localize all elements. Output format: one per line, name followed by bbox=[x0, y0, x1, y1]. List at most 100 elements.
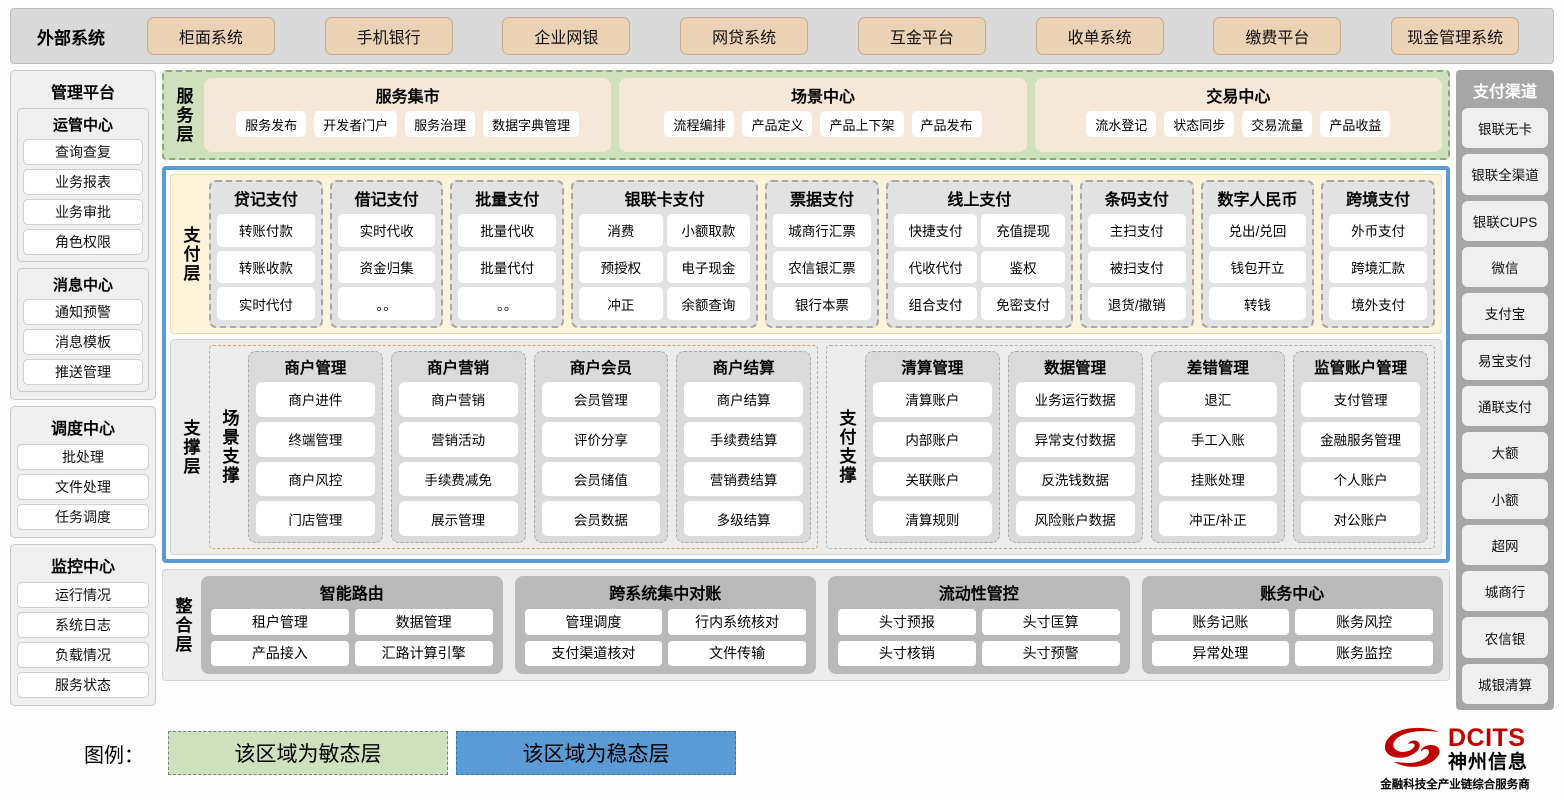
payment-item-2-0[interactable]: 批量代收 bbox=[458, 214, 557, 247]
admin-item-0-1[interactable]: 业务报表 bbox=[23, 169, 143, 195]
channel-item-1[interactable]: 银联全渠道 bbox=[1462, 154, 1548, 195]
payment-item-3-3[interactable]: 电子现金 bbox=[666, 250, 751, 284]
support-item-1-3-3[interactable]: 对公账户 bbox=[1301, 501, 1420, 536]
support-item-1-1-3[interactable]: 风险账户数据 bbox=[1015, 501, 1135, 536]
payment-item-0-0[interactable]: 转账付款 bbox=[217, 214, 315, 247]
payment-item-5-2[interactable]: 代收代付 bbox=[893, 250, 978, 284]
channel-item-2[interactable]: 银联CUPS bbox=[1462, 200, 1548, 241]
payment-item-1-0[interactable]: 实时代收 bbox=[337, 214, 436, 247]
payment-item-7-1[interactable]: 钱包开立 bbox=[1208, 250, 1307, 284]
admin-item-3-0[interactable]: 运行情况 bbox=[17, 582, 149, 608]
channel-item-8[interactable]: 小额 bbox=[1462, 478, 1548, 519]
support-item-1-1-1[interactable]: 异常支付数据 bbox=[1015, 421, 1135, 457]
service-item-2-1[interactable]: 状态同步 bbox=[1164, 111, 1235, 137]
payment-item-4-2[interactable]: 银行本票 bbox=[773, 287, 871, 320]
admin-item-3-1[interactable]: 系统日志 bbox=[17, 612, 149, 638]
support-item-0-2-2[interactable]: 会员储值 bbox=[541, 461, 661, 497]
support-item-1-3-2[interactable]: 个人账户 bbox=[1301, 461, 1420, 497]
integration-item-2-0[interactable]: 头寸预报 bbox=[838, 609, 976, 635]
channel-item-9[interactable]: 超网 bbox=[1462, 524, 1548, 566]
channel-item-12[interactable]: 城银清算 bbox=[1462, 663, 1548, 705]
admin-item-1-2[interactable]: 推送管理 bbox=[23, 359, 143, 385]
integration-item-1-0[interactable]: 管理调度 bbox=[524, 609, 663, 635]
payment-item-3-5[interactable]: 余额查询 bbox=[666, 287, 751, 320]
payment-item-5-0[interactable]: 快捷支付 bbox=[893, 214, 978, 247]
service-item-1-3[interactable]: 产品发布 bbox=[911, 111, 982, 137]
service-item-1-2[interactable]: 产品上下架 bbox=[820, 111, 904, 137]
payment-item-5-1[interactable]: 充值提现 bbox=[981, 214, 1065, 247]
payment-item-2-2[interactable]: 。。 bbox=[458, 287, 557, 320]
support-item-1-3-0[interactable]: 支付管理 bbox=[1301, 382, 1420, 417]
external-system-chip-1[interactable]: 手机银行 bbox=[324, 17, 453, 55]
payment-item-4-1[interactable]: 农信银汇票 bbox=[773, 250, 871, 284]
integration-item-3-3[interactable]: 账务监控 bbox=[1295, 640, 1433, 666]
integration-item-2-2[interactable]: 头寸核销 bbox=[838, 640, 976, 666]
external-system-chip-4[interactable]: 互金平台 bbox=[857, 17, 986, 55]
integration-item-2-3[interactable]: 头寸预警 bbox=[981, 640, 1120, 666]
external-system-chip-3[interactable]: 网贷系统 bbox=[680, 17, 809, 55]
service-item-1-0[interactable]: 流程编排 bbox=[664, 111, 735, 137]
payment-item-3-0[interactable]: 消费 bbox=[579, 214, 663, 247]
payment-item-0-2[interactable]: 实时代付 bbox=[217, 287, 315, 320]
service-item-2-3[interactable]: 产品收益 bbox=[1320, 111, 1391, 137]
channel-item-10[interactable]: 城商行 bbox=[1462, 571, 1548, 612]
service-item-1-1[interactable]: 产品定义 bbox=[742, 111, 813, 137]
service-item-2-2[interactable]: 交易流量 bbox=[1242, 111, 1313, 137]
payment-item-3-4[interactable]: 冲正 bbox=[579, 287, 663, 320]
payment-item-0-1[interactable]: 转账收款 bbox=[217, 250, 315, 284]
admin-item-2-0[interactable]: 批处理 bbox=[17, 444, 149, 470]
admin-item-3-2[interactable]: 负载情况 bbox=[17, 642, 149, 668]
support-item-1-2-0[interactable]: 退汇 bbox=[1158, 382, 1278, 417]
external-system-chip-0[interactable]: 柜面系统 bbox=[146, 17, 275, 55]
channel-item-6[interactable]: 通联支付 bbox=[1462, 385, 1548, 427]
admin-item-2-2[interactable]: 任务调度 bbox=[17, 504, 149, 530]
admin-item-1-1[interactable]: 消息模板 bbox=[23, 329, 143, 355]
support-item-0-1-1[interactable]: 营销活动 bbox=[398, 421, 518, 457]
payment-item-3-1[interactable]: 小额取款 bbox=[666, 214, 751, 247]
support-item-1-2-3[interactable]: 冲正/补正 bbox=[1158, 501, 1278, 536]
service-item-2-0[interactable]: 流水登记 bbox=[1086, 111, 1157, 137]
integration-item-3-0[interactable]: 账务记账 bbox=[1151, 609, 1290, 635]
payment-item-7-2[interactable]: 转钱 bbox=[1208, 287, 1307, 320]
payment-item-5-3[interactable]: 鉴权 bbox=[981, 250, 1065, 284]
integration-item-1-1[interactable]: 行内系统核对 bbox=[668, 609, 806, 635]
service-item-0-1[interactable]: 开发者门户 bbox=[314, 111, 398, 137]
support-item-0-2-0[interactable]: 会员管理 bbox=[541, 382, 661, 417]
support-item-1-0-2[interactable]: 关联账户 bbox=[873, 461, 992, 497]
support-item-0-0-1[interactable]: 终端管理 bbox=[256, 421, 375, 457]
support-item-0-2-1[interactable]: 评价分享 bbox=[541, 421, 661, 457]
support-item-1-0-1[interactable]: 内部账户 bbox=[873, 421, 992, 457]
channel-item-5[interactable]: 易宝支付 bbox=[1462, 339, 1548, 380]
payment-item-4-0[interactable]: 城商行汇票 bbox=[773, 214, 871, 247]
channel-item-3[interactable]: 微信 bbox=[1462, 246, 1548, 288]
integration-item-1-3[interactable]: 文件传输 bbox=[668, 640, 806, 666]
admin-item-0-3[interactable]: 角色权限 bbox=[23, 229, 143, 255]
support-item-0-3-1[interactable]: 手续费结算 bbox=[684, 421, 803, 457]
support-item-0-3-3[interactable]: 多级结算 bbox=[684, 501, 803, 536]
integration-item-0-3[interactable]: 汇路计算引擎 bbox=[354, 640, 493, 666]
integration-item-2-1[interactable]: 头寸匡算 bbox=[981, 609, 1120, 635]
payment-item-7-0[interactable]: 兑出/兑回 bbox=[1208, 214, 1307, 247]
payment-item-5-4[interactable]: 组合支付 bbox=[893, 287, 978, 320]
integration-item-0-2[interactable]: 产品接入 bbox=[211, 640, 349, 666]
support-item-0-0-2[interactable]: 商户风控 bbox=[256, 461, 375, 497]
channel-item-0[interactable]: 银联无卡 bbox=[1462, 108, 1548, 149]
payment-item-8-1[interactable]: 跨境汇款 bbox=[1329, 250, 1428, 284]
support-item-0-1-3[interactable]: 展示管理 bbox=[398, 501, 518, 536]
support-item-1-1-2[interactable]: 反洗钱数据 bbox=[1015, 461, 1135, 497]
integration-item-0-1[interactable]: 数据管理 bbox=[354, 609, 493, 635]
service-item-0-0[interactable]: 服务发布 bbox=[236, 111, 307, 137]
payment-item-8-0[interactable]: 外币支付 bbox=[1329, 214, 1428, 247]
payment-item-1-1[interactable]: 资金归集 bbox=[337, 250, 436, 284]
integration-item-3-1[interactable]: 账务风控 bbox=[1295, 609, 1433, 635]
support-item-1-2-2[interactable]: 挂账处理 bbox=[1158, 461, 1278, 497]
payment-item-5-5[interactable]: 免密支付 bbox=[981, 287, 1065, 320]
payment-item-3-2[interactable]: 预授权 bbox=[579, 250, 663, 284]
channel-item-4[interactable]: 支付宝 bbox=[1462, 293, 1548, 334]
admin-item-0-0[interactable]: 查询查复 bbox=[23, 139, 143, 165]
integration-item-0-0[interactable]: 租户管理 bbox=[211, 609, 349, 635]
payment-item-6-2[interactable]: 退货/撤销 bbox=[1087, 287, 1186, 320]
support-item-1-2-1[interactable]: 手工入账 bbox=[1158, 421, 1278, 457]
channel-item-7[interactable]: 大额 bbox=[1462, 432, 1548, 473]
external-system-chip-7[interactable]: 现金管理系统 bbox=[1391, 17, 1520, 55]
